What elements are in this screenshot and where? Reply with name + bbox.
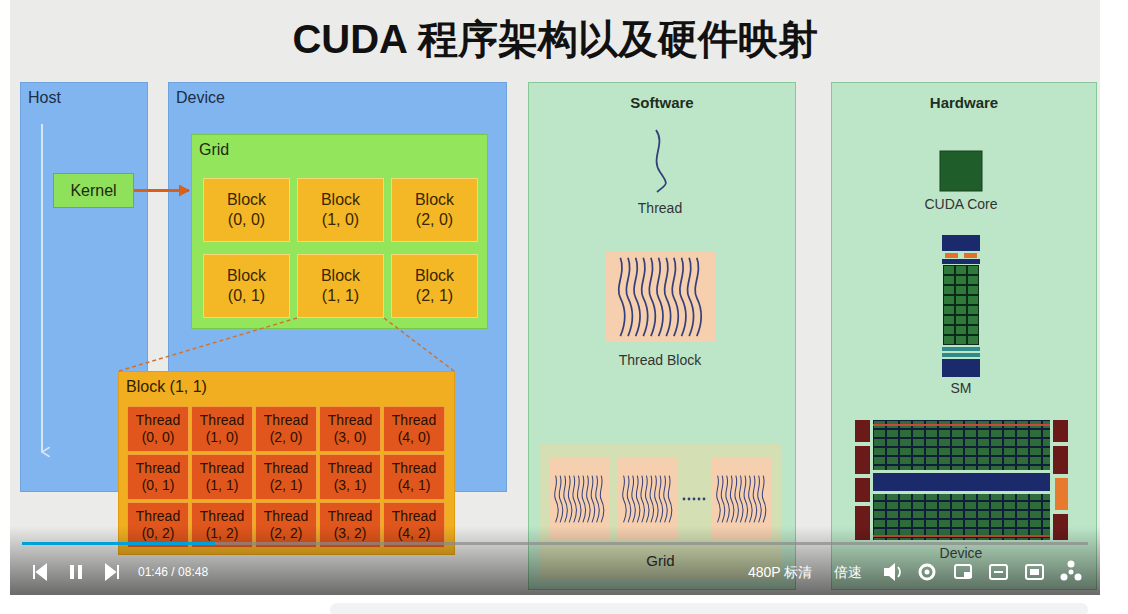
node-label: Thread (1, 1) bbox=[197, 460, 247, 495]
node-label: Thread (3, 1) bbox=[325, 460, 375, 495]
caption-text: Thread bbox=[638, 200, 682, 217]
node-label: Thread (4, 1) bbox=[389, 460, 439, 495]
node-label: Thread (4, 0) bbox=[389, 412, 439, 447]
node-label: Kernel bbox=[70, 181, 116, 201]
slide-title: CUDA 程序架构以及硬件映射 bbox=[10, 12, 1100, 67]
thread-cell: Thread (1, 0) bbox=[191, 406, 253, 452]
video-control-bar-part bbox=[70, 565, 74, 579]
thread-cell: Thread (2, 1) bbox=[255, 454, 317, 500]
thread-cell: Thread (4, 0) bbox=[383, 406, 445, 452]
hardware-panel: Hardware bbox=[831, 82, 1097, 590]
thread-cell: Thread (0, 0) bbox=[127, 406, 189, 452]
thread-cell: Thread (3, 2) bbox=[319, 502, 381, 548]
node-label: Thread (0, 2) bbox=[133, 508, 183, 543]
comment-bar bbox=[330, 603, 1088, 614]
node-label: Grid bbox=[646, 552, 674, 571]
thread-cell: Thread (2, 0) bbox=[255, 406, 317, 452]
block-box: Block (2, 0) bbox=[391, 178, 478, 242]
block-box: Block (1, 0) bbox=[297, 178, 384, 242]
caption-text: SM bbox=[951, 380, 972, 397]
video-control-bar-part bbox=[106, 565, 118, 579]
node-label: Block (0, 1) bbox=[216, 266, 278, 306]
node-label: Hardware bbox=[832, 94, 1096, 113]
block-detail-panel: Block (1, 1) Thread (0, 0) Thread (1, 0) Th… bbox=[118, 371, 455, 555]
quality-button: 480P 标清 bbox=[748, 564, 812, 581]
thread-cell: Thread (3, 0) bbox=[319, 406, 381, 452]
software-panel: SoftwareGrid bbox=[528, 82, 796, 590]
node-label: Host bbox=[28, 88, 61, 108]
caption-text: Thread Block bbox=[619, 352, 701, 369]
node-label: Thread (1, 2) bbox=[197, 508, 247, 543]
block-box: Block (0, 0) bbox=[203, 178, 290, 242]
block-box: Block (0, 1) bbox=[203, 254, 290, 318]
block-box: Block (1, 1) bbox=[297, 254, 384, 318]
thread-cell: Thread (4, 1) bbox=[383, 454, 445, 500]
kernel-box: Kernel bbox=[53, 173, 134, 208]
speed-button: 倍速 bbox=[834, 564, 862, 581]
node-label: Thread (1, 0) bbox=[197, 412, 247, 447]
thread-cell: Thread (0, 2) bbox=[127, 502, 189, 548]
node-label: Thread (0, 1) bbox=[133, 460, 183, 495]
node-label: Thread (3, 2) bbox=[325, 508, 375, 543]
node-label: Grid bbox=[199, 140, 229, 160]
node-label: Thread (3, 0) bbox=[325, 412, 375, 447]
grid-box: GridBlock (0, 0) Block (1, 0) Block (2, 0)… bbox=[191, 134, 488, 329]
node-label: Thread (2, 1) bbox=[261, 460, 311, 495]
block-box: Block (2, 1) bbox=[391, 254, 478, 318]
node-label: Software bbox=[529, 94, 795, 113]
node-label: Thread (4, 2) bbox=[389, 508, 439, 543]
thread-cell: Thread (2, 2) bbox=[255, 502, 317, 548]
grid-band: Grid bbox=[540, 444, 781, 579]
thread-cell: Thread (1, 1) bbox=[191, 454, 253, 500]
thread-cell: Thread (1, 2) bbox=[191, 502, 253, 548]
node-label: Thread (0, 0) bbox=[133, 412, 183, 447]
caption-text: Device bbox=[940, 545, 983, 562]
thread-cell: Thread (3, 1) bbox=[319, 454, 381, 500]
node-label: Device bbox=[176, 88, 225, 108]
thread-cell: Thread (0, 1) bbox=[127, 454, 189, 500]
caption-text: CUDA Core bbox=[924, 196, 997, 213]
node-label: Block (1, 1) bbox=[126, 377, 207, 397]
node-label: Block (2, 1) bbox=[404, 266, 466, 306]
video-control-bar-part bbox=[34, 565, 46, 579]
time-display: 01:46 / 08:48 bbox=[138, 565, 208, 579]
video-control-bar-part bbox=[78, 565, 82, 579]
node-label: Block (1, 1) bbox=[310, 266, 372, 306]
node-label: Thread (2, 0) bbox=[261, 412, 311, 447]
thread-cell: Thread (4, 2) bbox=[383, 502, 445, 548]
node-label: Block (2, 0) bbox=[404, 190, 466, 230]
node-label: Block (0, 0) bbox=[216, 190, 278, 230]
node-label: Thread (2, 2) bbox=[261, 508, 311, 543]
node-label: Block (1, 0) bbox=[310, 190, 372, 230]
